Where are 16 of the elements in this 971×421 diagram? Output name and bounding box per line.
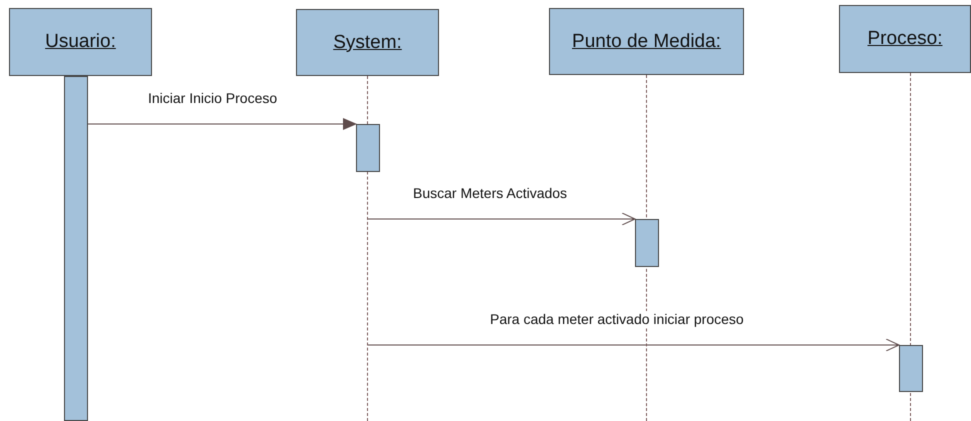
activation-bar [899,345,923,392]
activation-bar [635,219,659,267]
lifeline [367,76,369,421]
lifeline [910,73,912,421]
message-arrow [368,212,636,226]
edge-label: Para cada meter activado iniciar proceso [489,311,745,327]
activation-bar [356,124,380,172]
object-name: Punto de Medida: [572,30,721,52]
message-arrow [368,338,900,352]
object-name: Proceso: [868,28,942,50]
activation-bar [64,76,88,421]
edge-label: Iniciar Inicio Proceso [147,90,278,106]
object-name: Usuario: [45,31,116,53]
message-arrow [88,118,357,130]
edge-label: Buscar Meters Activados [412,185,568,201]
object-name: System: [333,32,402,54]
